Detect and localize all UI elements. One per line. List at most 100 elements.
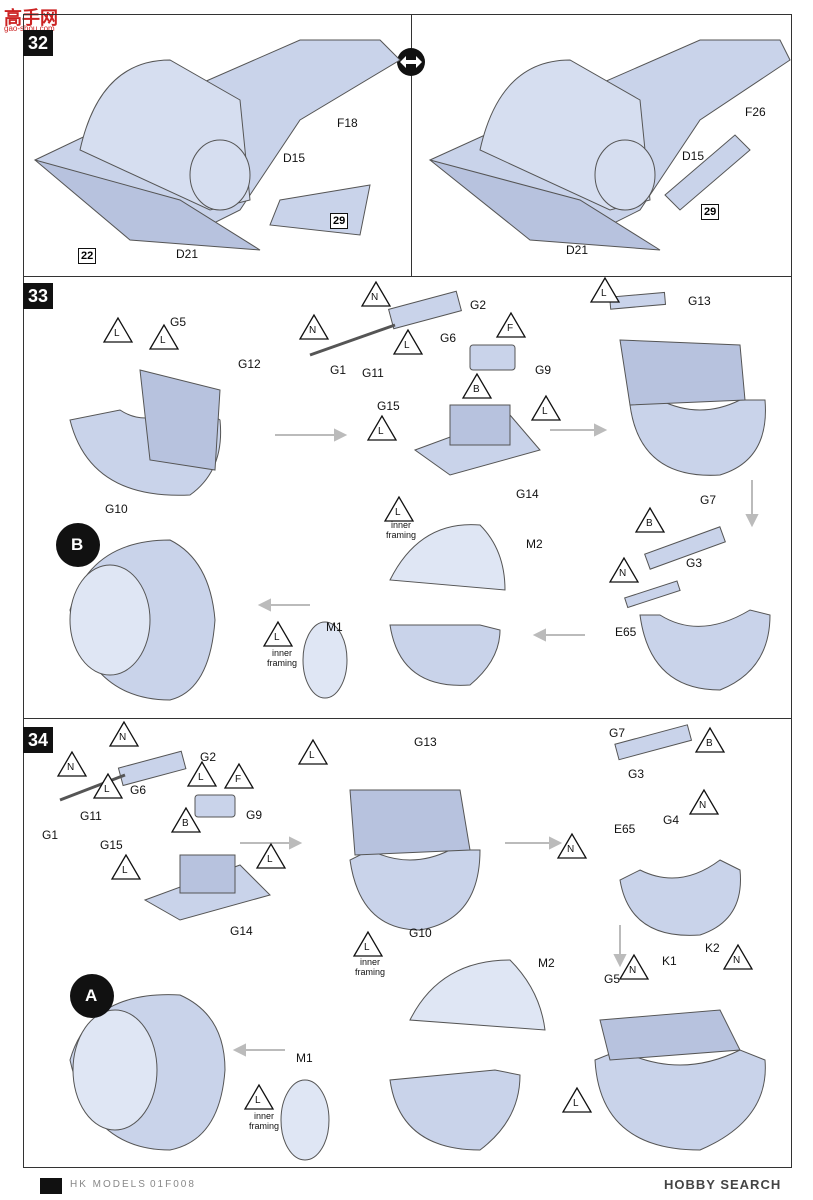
flip-model-icon <box>397 48 425 76</box>
step-number-32: 32 <box>23 30 53 56</box>
paint-code-l: L <box>255 1095 261 1106</box>
part-label-d21: D21 <box>176 247 199 261</box>
watermark-title: 高手网 <box>4 8 58 28</box>
paint-code-b: B <box>646 518 653 529</box>
paint-code-n: N <box>733 955 741 966</box>
divider-32-33 <box>23 276 792 277</box>
paint-code-l: L <box>601 288 607 299</box>
part-label-k2: K2 <box>705 941 720 955</box>
paint-code-n: N <box>629 965 637 976</box>
instruction-frame <box>23 14 792 1168</box>
part-label-g4: G4 <box>663 813 680 827</box>
paint-code-l: L <box>104 784 110 795</box>
inner-framing-note: inner framing <box>385 520 416 540</box>
part-label-g1: G1 <box>42 828 59 842</box>
part-label-m1: M1 <box>296 1051 313 1065</box>
inner-framing-note: inner framing <box>266 648 297 668</box>
part-label-m2: M2 <box>526 537 543 551</box>
assembly-markers <box>56 523 114 1018</box>
part-label-g5: G5 <box>604 972 621 986</box>
paint-code-l: L <box>404 340 410 351</box>
paint-code-l: L <box>378 426 384 437</box>
step34-canopy-assembly <box>280 959 546 1161</box>
part-label-e65: E65 <box>614 822 636 836</box>
paint-code-triangles <box>56 276 754 1113</box>
inner-framing-note: inner framing <box>354 957 385 977</box>
paint-code-n: N <box>567 844 575 855</box>
part-label-g10: G10 <box>409 926 432 940</box>
part-label-g7: G7 <box>609 726 626 740</box>
assembly-marker-a: A <box>85 986 98 1005</box>
inner-framing-note: inner framing <box>248 1111 279 1131</box>
part-label-m1: M1 <box>326 620 343 634</box>
step34-assembled-nose-a <box>69 994 226 1151</box>
part-label-g5: G5 <box>170 315 187 329</box>
part-label-g11: G11 <box>362 366 384 380</box>
part-label-g10: G10 <box>105 502 128 516</box>
footer-site: HOBBY SEARCH <box>664 1177 782 1192</box>
part-label-e65: E65 <box>615 625 637 639</box>
reference-box-22: 22 <box>78 248 97 264</box>
part-label-g14: G14 <box>230 924 253 938</box>
step34-nose-shell-right <box>614 724 741 936</box>
paint-code-n: N <box>119 732 127 743</box>
paint-code-l: L <box>198 772 204 783</box>
footer-brand: HK MODELS <box>70 1179 147 1190</box>
paint-code-l: L <box>309 750 315 761</box>
part-label-g3: G3 <box>628 767 645 781</box>
assembly-marker-b: B <box>71 535 84 554</box>
part-label-k1: K1 <box>662 954 677 968</box>
paint-code-b: B <box>182 818 189 829</box>
page-footer: HK MODELS 01F008 HOBBY SEARCH <box>0 1170 813 1200</box>
brand-logo-icon <box>40 1178 62 1194</box>
paint-code-l: L <box>364 942 370 953</box>
step33-nose-shell-armed <box>624 526 771 691</box>
part-label-g1: G1 <box>330 363 347 377</box>
part-label-g6: G6 <box>130 783 147 797</box>
step33-assembled-nose-b <box>69 539 216 701</box>
paint-code-n: N <box>371 292 379 303</box>
paint-code-n: N <box>699 800 707 811</box>
part-label-g7: G7 <box>700 493 717 507</box>
part-label-g15: G15 <box>100 838 123 852</box>
part-label-d15: D15 <box>283 151 306 165</box>
step33-nose-shell-right <box>609 291 766 476</box>
part-label-g9: G9 <box>535 363 552 377</box>
part-label-g2: G2 <box>200 750 217 764</box>
paint-code-l: L <box>160 335 166 346</box>
step34-nose-shell-mid <box>349 789 481 931</box>
paint-code-f: F <box>507 323 514 334</box>
part-label-g6: G6 <box>440 331 457 345</box>
part-label-d15: D15 <box>682 149 705 163</box>
step33-gun-assembly <box>309 290 541 476</box>
part-label-d21: D21 <box>566 243 589 257</box>
divider-32-split <box>411 14 412 276</box>
part-label-g9: G9 <box>246 808 263 822</box>
paint-code-l: L <box>542 406 548 417</box>
part-label-m2: M2 <box>538 956 555 970</box>
paint-code-l: L <box>267 854 273 865</box>
part-label-g13: G13 <box>414 735 437 749</box>
step-number-34: 34 <box>23 727 53 753</box>
part-label-g11: G11 <box>80 809 102 823</box>
part-label-f18: F18 <box>337 116 358 130</box>
step34-nose-shell-final <box>594 1009 766 1151</box>
paint-code-n: N <box>67 762 75 773</box>
part-label-g13: G13 <box>688 294 711 308</box>
part-label-f26: F26 <box>745 105 766 119</box>
watermark-url: gao-shou.com <box>4 24 55 33</box>
step34-gun-assembly <box>59 750 271 921</box>
part-label-g3: G3 <box>686 556 703 570</box>
step32-right-fuselage <box>428 39 791 251</box>
step33-canopy-assembly <box>302 524 506 699</box>
step33-cockpit-tub <box>69 369 222 496</box>
flow-arrows <box>232 423 759 1057</box>
paint-code-l: L <box>395 507 401 518</box>
paint-code-n: N <box>619 568 627 579</box>
part-label-g12: G12 <box>238 357 261 371</box>
part-label-g2: G2 <box>470 298 487 312</box>
paint-code-b: B <box>473 384 480 395</box>
paint-code-l: L <box>274 632 280 643</box>
paint-code-l: L <box>122 865 128 876</box>
